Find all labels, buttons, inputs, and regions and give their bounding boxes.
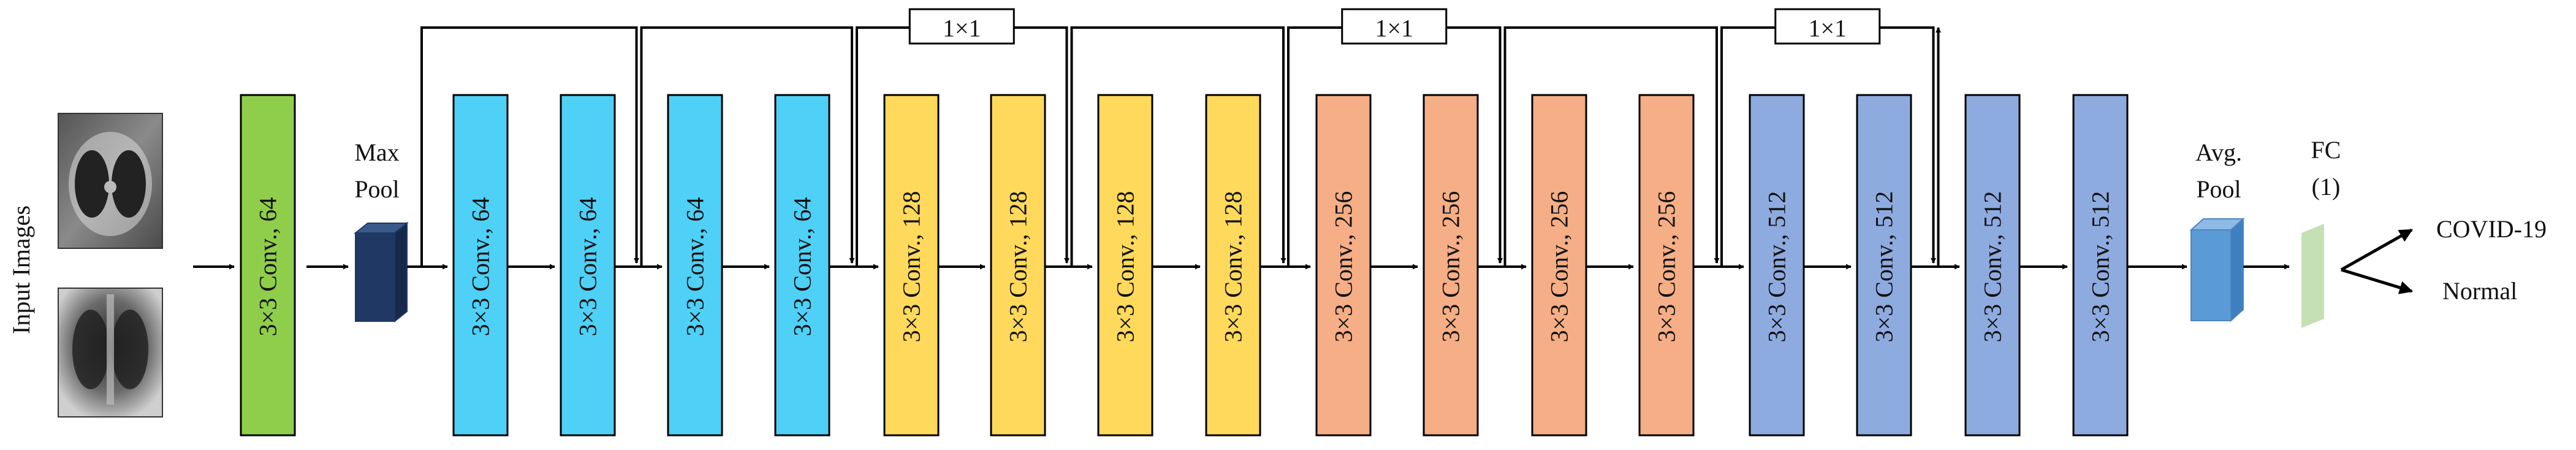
conv-layer-9 [1205,94,1261,437]
input-images-label: Input Images [7,205,35,334]
conv-layer-4-label: 3×3 Conv., 64 [682,197,709,337]
conv-layer-4 [667,94,723,437]
output-arrow-normal [2341,268,2414,294]
output-normal: Normal [2442,277,2517,305]
conv-layer-12 [1531,94,1587,437]
conv-layer-17-label: 3×3 Conv., 512 [2087,191,2114,343]
projection-label-5: 1×1 [1375,15,1413,42]
maxpool-label-line2: Pool [354,175,399,203]
projection-box-7 [1774,8,1881,45]
conv-layer-7-label: 3×3 Conv., 128 [1005,191,1032,343]
conv-layer-16 [1964,94,2021,437]
conv-layer-12-label: 3×3 Conv., 256 [1546,191,1573,343]
projection-box-3 [908,8,1015,45]
chest-xray-image [58,288,163,418]
conv-layer-6 [883,94,940,437]
skip-connection-2 [640,26,855,267]
maxpool-layer [354,221,409,323]
output-arrow-covid [2340,228,2413,272]
conv-layer-10 [1315,94,1372,437]
maxpool-label-line1: Max [354,139,399,166]
conv-layer-11 [1423,94,1479,437]
projection-box-5 [1341,8,1448,45]
conv-layer-6-label: 3×3 Conv., 128 [898,191,925,343]
skip-connection-6 [1503,26,1720,267]
conv-layer-8 [1097,94,1153,437]
skip-connection-4 [1070,26,1286,267]
conv-layer-2 [452,94,509,437]
fc-layer [2301,224,2324,328]
avgpool-layer [2189,217,2245,322]
conv-layer-11-label: 3×3 Conv., 256 [1437,191,1465,343]
output-covid-19: COVID-19 [2436,215,2547,243]
conv-layer-13 [1638,94,1695,437]
layer-stack: 3×3 Conv., 64 3×3 Conv., 64 3×3 Conv., 64 3… [193,8,2290,437]
conv-layer-3-label: 3×3 Conv., 64 [574,197,602,337]
fc-label-line2: (1) [2312,173,2341,200]
projection-label-3: 1×1 [943,15,981,42]
conv-layer-13-label: 3×3 Conv., 256 [1653,191,1681,343]
conv-layer-7 [990,94,1046,437]
conv-layer-15-label: 3×3 Conv., 512 [1871,191,1898,343]
conv-layer-1-label: 3×3 Conv., 64 [254,197,282,337]
conv-layer-8-label: 3×3 Conv., 128 [1112,191,1139,343]
conv-layer-15 [1856,94,1912,437]
fc-label-line1: FC [2311,136,2341,164]
conv-layer-5 [774,94,830,437]
conv-layer-5-label: 3×3 Conv., 64 [789,197,816,337]
avgpool-label-line2: Pool [2196,175,2241,203]
ct-scan-image [58,113,163,249]
conv-layer-9-label: 3×3 Conv., 128 [1220,191,1247,343]
conv-layer-16-label: 3×3 Conv., 512 [1979,191,2007,343]
projection-label-7: 1×1 [1808,15,1847,42]
conv-layer-14 [1749,94,1805,437]
conv-layer-17 [2072,94,2129,437]
conv-layer-2-label: 3×3 Conv., 64 [467,197,495,337]
conv-layer-3 [560,94,616,437]
conv-layer-14-label: 3×3 Conv., 512 [1763,191,1791,343]
skip-connection-1 [420,26,639,267]
conv-layer-10-label: 3×3 Conv., 256 [1330,191,1358,343]
conv-layer-1 [240,94,296,437]
avgpool-label-line1: Avg. [2195,139,2242,166]
